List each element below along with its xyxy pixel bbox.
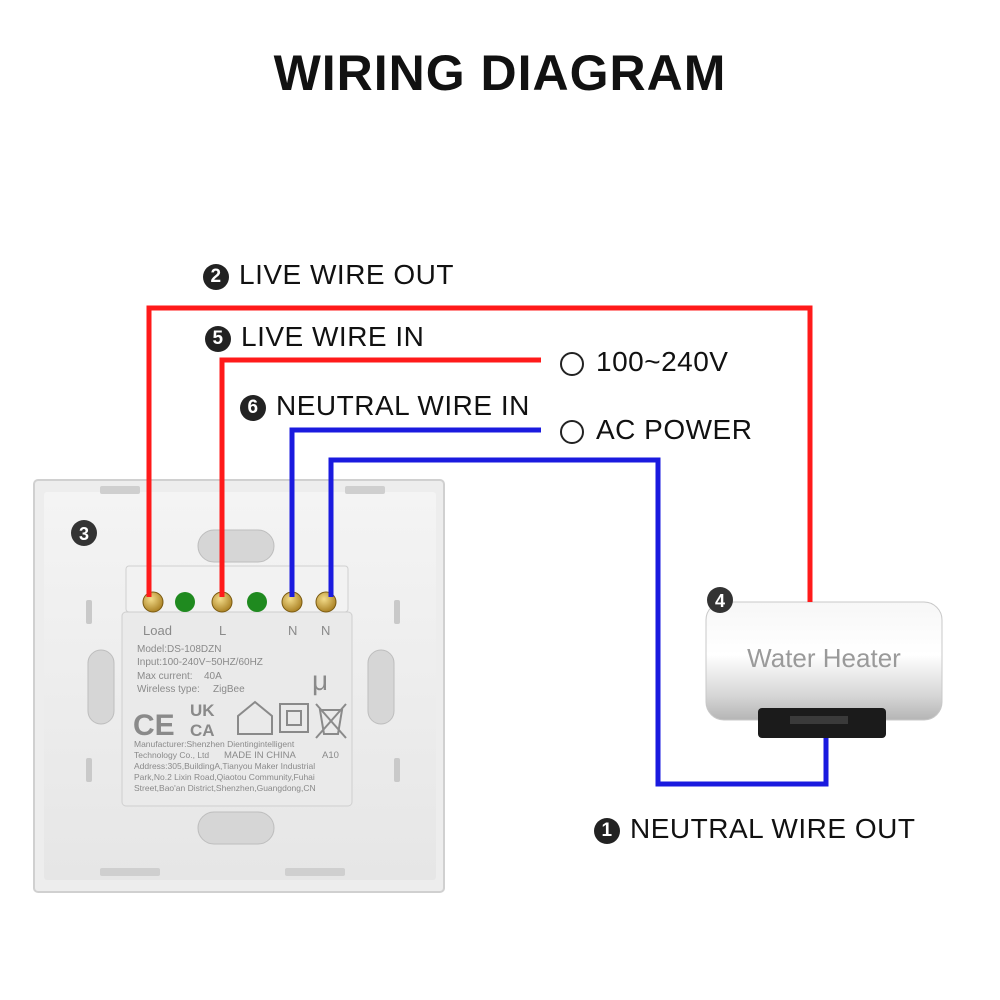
ac-power-label: AC POWER — [560, 414, 752, 446]
max-current-value: 40A — [204, 671, 222, 682]
heater-number-badge — [707, 587, 733, 613]
switch-number-badge — [71, 520, 97, 546]
ca-mark: CA — [190, 721, 215, 740]
indicator-1 — [175, 592, 195, 612]
number-badge: 6 — [240, 394, 266, 421]
label-text: NEUTRAL WIRE IN — [276, 390, 530, 421]
max-current-label: Max current: — [137, 671, 193, 682]
neutral-wire-in-label: 6 NEUTRAL WIRE IN — [240, 390, 530, 422]
wireless-label: Wireless type: — [137, 684, 200, 695]
model-text: Model:DS-108DZN — [137, 644, 221, 655]
manufacturer-line-2: Technology Co., Ltd — [134, 750, 209, 760]
switch-number: 3 — [79, 524, 89, 544]
double-insulation-icon — [279, 703, 309, 733]
terminal-label-n1: N — [288, 623, 297, 638]
made-in-text: MADE IN CHINA — [224, 750, 296, 761]
brand-logo: μ — [312, 665, 328, 696]
uk-mark: UK — [190, 701, 215, 720]
live-wire-in-label: 5 LIVE WIRE IN — [205, 321, 424, 353]
rating-label — [121, 611, 353, 807]
number-badge: 1 — [594, 817, 620, 844]
live-wire-out-label: 2 LIVE WIRE OUT — [203, 259, 454, 291]
page-title: WIRING DIAGRAM — [273, 45, 727, 101]
heater-name: Water Heater — [747, 643, 901, 673]
label-text: NEUTRAL WIRE OUT — [630, 813, 916, 844]
open-circle-icon — [560, 419, 584, 444]
live-wire-in — [219, 357, 541, 597]
label-text: LIVE WIRE IN — [241, 321, 425, 352]
manufacturer-line-1: Manufacturer:Shenzhen Dientingintelligen… — [134, 739, 295, 749]
label-text: 100~240V — [596, 346, 729, 377]
address-line-2: Park,No.2 Lixin Road,Qiaotou Community,F… — [134, 772, 315, 782]
neutral-wire-out — [328, 457, 829, 787]
neutral-wire-in — [289, 427, 541, 597]
indicator-2 — [247, 592, 267, 612]
water-heater: Water Heater 4 — [705, 587, 943, 738]
voltage-label: 100~240V — [560, 346, 728, 378]
number-badge: 5 — [205, 325, 231, 352]
home-icon — [237, 700, 273, 735]
smart-switch: Load L N N Model:DS-108DZN Input:100-240… — [33, 479, 445, 893]
label-text: AC POWER — [596, 414, 753, 445]
address-line-3: Street,Bao'an District,Shenzhen,Guangdon… — [134, 783, 316, 793]
heater-number: 4 — [715, 591, 725, 611]
label-text: LIVE WIRE OUT — [239, 259, 454, 290]
terminal-label-load: Load — [143, 623, 172, 638]
address-line-1: Address:305,BuildingA,Tianyou Maker Indu… — [134, 761, 315, 771]
version-text: A10 — [322, 750, 339, 761]
number-badge: 2 — [203, 263, 229, 290]
weee-bin-icon — [315, 703, 347, 739]
terminal-label-l: L — [219, 623, 226, 638]
ce-mark-1: CE — [133, 709, 175, 742]
open-circle-icon — [560, 351, 584, 376]
terminal-label-n2: N — [321, 623, 330, 638]
neutral-wire-out-label: 1 NEUTRAL WIRE OUT — [594, 813, 915, 845]
wireless-value: ZigBee — [213, 684, 245, 695]
terminal-load-screw — [142, 591, 164, 613]
live-wire-out — [146, 305, 813, 602]
input-text: Input:100-240V~50HZ/60HZ — [137, 657, 263, 668]
